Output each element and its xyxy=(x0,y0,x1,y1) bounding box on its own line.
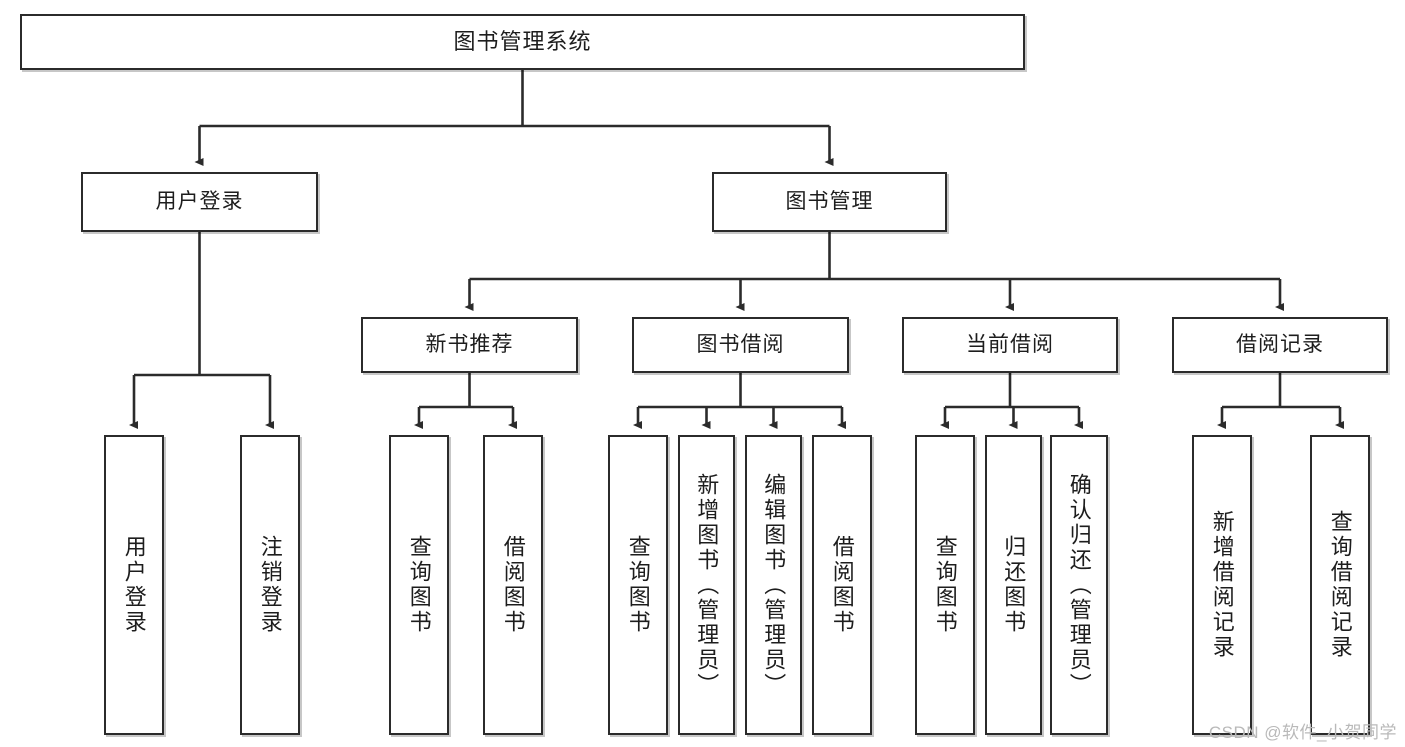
node-user-login[interactable]: 用户登录 xyxy=(81,172,318,232)
leaf-current-query-books[interactable]: 查询图书 xyxy=(915,435,975,735)
node-new-book-recommend-label: 新书推荐 xyxy=(425,333,514,357)
node-current-borrow-label: 当前借阅 xyxy=(966,333,1054,357)
node-book-management-label: 图书管理 xyxy=(785,190,874,214)
node-book-borrow-label: 图书借阅 xyxy=(696,333,785,357)
leaf-newbook-query-books[interactable]: 查询图书 xyxy=(389,435,449,735)
leaf-current-return-books-label: 归还图书 xyxy=(1001,535,1027,635)
leaf-records-add-record-label: 新增借阅记录 xyxy=(1209,510,1235,660)
csdn-watermark: CSDN @软件_小贺同学 xyxy=(1208,723,1397,742)
leaf-borrow-edit-book-admin-label: 编辑图书（管理员） xyxy=(761,472,787,698)
leaf-user-login-label: 用户登录 xyxy=(121,535,147,635)
leaf-borrow-borrow-books[interactable]: 借阅图书 xyxy=(812,435,872,735)
leaf-records-query-record-label: 查询借阅记录 xyxy=(1327,510,1353,660)
node-book-management[interactable]: 图书管理 xyxy=(712,172,947,232)
leaf-newbook-borrow-books[interactable]: 借阅图书 xyxy=(483,435,543,735)
leaf-newbook-borrow-books-label: 借阅图书 xyxy=(500,535,526,635)
node-new-book-recommend[interactable]: 新书推荐 xyxy=(361,317,578,373)
node-book-borrow[interactable]: 图书借阅 xyxy=(632,317,849,373)
leaf-current-query-books-label: 查询图书 xyxy=(932,535,958,635)
leaf-user-login[interactable]: 用户登录 xyxy=(104,435,164,735)
leaf-records-query-record[interactable]: 查询借阅记录 xyxy=(1310,435,1370,735)
node-root[interactable]: 图书管理系统 xyxy=(20,14,1025,70)
leaf-borrow-edit-book-admin[interactable]: 编辑图书（管理员） xyxy=(745,435,802,735)
leaf-borrow-add-book-admin-label: 新增图书（管理员） xyxy=(694,472,720,698)
leaf-records-add-record[interactable]: 新增借阅记录 xyxy=(1192,435,1252,735)
node-current-borrow[interactable]: 当前借阅 xyxy=(902,317,1118,373)
leaf-current-confirm-return-admin-label: 确认归还（管理员） xyxy=(1066,472,1092,698)
leaf-user-logout[interactable]: 注销登录 xyxy=(240,435,300,735)
node-user-login-label: 用户登录 xyxy=(155,190,244,214)
leaf-borrow-query-books[interactable]: 查询图书 xyxy=(608,435,668,735)
leaf-newbook-query-books-label: 查询图书 xyxy=(406,535,432,635)
leaf-current-confirm-return-admin[interactable]: 确认归还（管理员） xyxy=(1050,435,1108,735)
leaf-user-logout-label: 注销登录 xyxy=(257,535,283,635)
leaf-current-return-books[interactable]: 归还图书 xyxy=(985,435,1042,735)
node-root-label: 图书管理系统 xyxy=(453,28,592,54)
leaf-borrow-query-books-label: 查询图书 xyxy=(625,535,651,635)
node-borrow-records[interactable]: 借阅记录 xyxy=(1172,317,1388,373)
node-borrow-records-label: 借阅记录 xyxy=(1236,333,1324,357)
leaf-borrow-borrow-books-label: 借阅图书 xyxy=(829,535,855,635)
leaf-borrow-add-book-admin[interactable]: 新增图书（管理员） xyxy=(678,435,735,735)
